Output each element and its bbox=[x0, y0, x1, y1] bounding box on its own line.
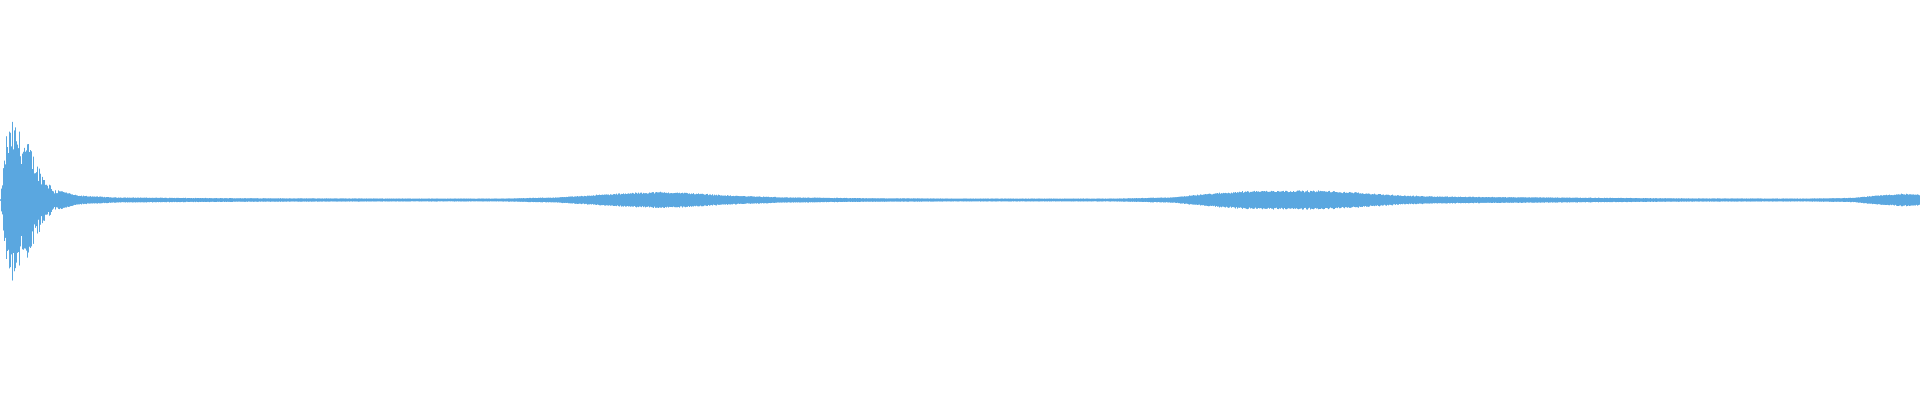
waveform-path bbox=[0, 121, 1920, 281]
